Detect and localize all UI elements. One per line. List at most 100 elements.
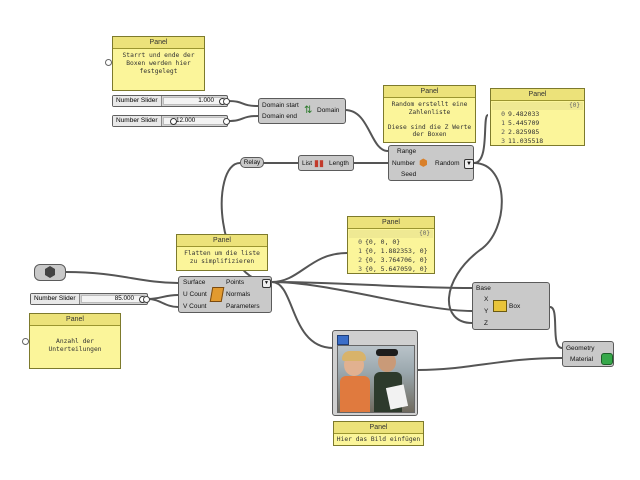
panel-path-header: {0} xyxy=(349,230,433,238)
input-v-count[interactable]: V Count xyxy=(183,303,207,310)
number-slider-count[interactable]: Number Slider 85.000 xyxy=(30,293,148,305)
panel-text: Hier das Bild einfügen xyxy=(336,436,421,443)
box-icon xyxy=(493,300,507,312)
row-index: 2 xyxy=(501,128,505,136)
output-parameters[interactable]: Parameters xyxy=(226,303,260,310)
domain-component[interactable]: Domain start Domain end ⇅ Domain xyxy=(258,98,346,124)
panel-title: Panel xyxy=(384,86,475,98)
panel-grip[interactable] xyxy=(22,338,29,345)
input-domain-end[interactable]: Domain end xyxy=(262,113,298,120)
panel-grip[interactable] xyxy=(105,59,112,66)
row-value: {0, 3.764706, 0} xyxy=(365,256,428,264)
box-component[interactable]: Base X Y Z Box xyxy=(472,282,550,330)
panel-text: Flatten um die liste zu simplifizieren xyxy=(184,250,260,265)
number-slider-domain-start[interactable]: Number Slider 1.000 xyxy=(112,95,228,107)
row-value: {0, 0, 0} xyxy=(365,238,401,246)
input-domain-start[interactable]: Domain start xyxy=(262,102,299,109)
wire-random-values xyxy=(473,114,489,164)
random-component[interactable]: Range Number Seed ⬢ Random ▼ xyxy=(388,145,474,181)
slider-track[interactable]: 85.000 xyxy=(81,295,145,303)
output-grip[interactable] xyxy=(223,118,230,125)
preview-icon xyxy=(601,353,613,365)
list-item: 2{0, 3.764706, 0} xyxy=(348,256,434,265)
output-length[interactable]: Length xyxy=(329,160,349,167)
output-random[interactable]: Random xyxy=(435,160,460,167)
dice-icon: ⬢ xyxy=(419,158,428,169)
wire-points-image xyxy=(271,281,334,349)
wire-points-y xyxy=(271,281,473,312)
output-points[interactable]: Points xyxy=(226,279,245,286)
chevron-down-icon[interactable]: ▼ xyxy=(262,279,271,288)
row-index: 0 xyxy=(501,110,505,118)
input-y[interactable]: Y xyxy=(484,308,489,315)
panel-random-note[interactable]: Panel Random erstellt eine Zahlenliste D… xyxy=(383,85,476,143)
wire-slider1-domain xyxy=(227,100,259,107)
list-item: 3{0, 5.647059, 0} xyxy=(348,265,434,274)
number-slider-domain-end[interactable]: Number Slider 12.000 xyxy=(112,115,228,127)
output-grip[interactable] xyxy=(143,296,150,303)
list-length-component[interactable]: List ▮▮ Length xyxy=(298,155,354,171)
input-number[interactable]: Number xyxy=(392,160,416,167)
input-material[interactable]: Material xyxy=(570,356,594,363)
input-range[interactable]: Range xyxy=(397,148,417,155)
relay-component[interactable]: Relay xyxy=(240,157,264,168)
domain-icon: ⇅ xyxy=(304,105,313,116)
row-value: 11.035518 xyxy=(508,137,544,145)
panel-title: Panel xyxy=(491,89,584,101)
person-head-right xyxy=(378,352,396,372)
person-body-left xyxy=(340,376,370,412)
list-item: 1{0, 1.882353, 0} xyxy=(348,247,434,256)
slider-knob[interactable] xyxy=(170,118,177,125)
input-surface[interactable]: Surface xyxy=(183,279,206,286)
divide-surface-icon xyxy=(209,287,225,302)
input-z[interactable]: Z xyxy=(484,320,488,327)
output-box[interactable]: Box xyxy=(509,303,521,310)
custom-preview-component[interactable]: Geometry Material xyxy=(562,341,614,367)
paper-sheet xyxy=(385,384,409,410)
person-hair-left xyxy=(342,351,366,361)
row-index: 2 xyxy=(358,256,362,264)
wire-box-geometry xyxy=(549,306,563,349)
image-component[interactable] xyxy=(332,330,418,416)
person-hat-right xyxy=(376,349,398,356)
surface-icon xyxy=(45,266,55,278)
wire-points-panel xyxy=(271,252,348,283)
image-icon xyxy=(337,335,349,345)
panel-title: Panel xyxy=(348,217,434,229)
panel-text: Starrt und ende der Boxen werden hier fe… xyxy=(122,52,195,75)
input-seed[interactable]: Seed xyxy=(401,171,417,178)
panel-flatten-note[interactable]: Panel Flatten um die liste zu simplifizi… xyxy=(176,234,268,271)
row-value: 2.825985 xyxy=(508,128,540,136)
panel-boxes-note[interactable]: Panel Starrt und ende der Boxen werden h… xyxy=(112,36,205,91)
wire-slider3-vcount xyxy=(147,298,179,308)
input-u-count[interactable]: U Count xyxy=(183,291,207,298)
panel-text: Anzahl der Unterteilungen xyxy=(48,338,102,353)
output-domain[interactable]: Domain xyxy=(317,107,340,114)
panel-points-values[interactable]: Panel {0} 0{0, 0, 0} 1{0, 1.882353, 0} 2… xyxy=(347,216,435,274)
panel-image-note[interactable]: Panel Hier das Bild einfügen xyxy=(333,421,424,446)
wire-domain-random xyxy=(344,109,389,152)
panel-text: Random erstellt eine Zahlenliste Diese s… xyxy=(387,101,472,138)
panel-divisions-note[interactable]: Panel Anzahl der Unterteilungen xyxy=(29,313,121,369)
chevron-down-icon[interactable]: ▼ xyxy=(464,159,474,169)
slider-track[interactable]: 1.000 xyxy=(163,97,225,105)
input-x[interactable]: X xyxy=(484,296,489,303)
input-list[interactable]: List xyxy=(302,160,313,167)
output-normals[interactable]: Normals xyxy=(226,291,251,298)
slider-label: Number Slider xyxy=(31,294,80,304)
surface-parameter[interactable] xyxy=(34,264,66,281)
input-geometry[interactable]: Geometry xyxy=(566,345,595,352)
panel-title: Panel xyxy=(30,314,120,326)
row-value: 9.482033 xyxy=(508,110,540,118)
divide-surface-component[interactable]: Surface U Count V Count Points Normals P… xyxy=(178,276,272,313)
row-index: 3 xyxy=(358,265,362,273)
input-base[interactable]: Base xyxy=(476,285,491,292)
slider-label: Number Slider xyxy=(113,96,162,106)
output-grip[interactable] xyxy=(223,98,230,105)
row-index: 0 xyxy=(358,238,362,246)
